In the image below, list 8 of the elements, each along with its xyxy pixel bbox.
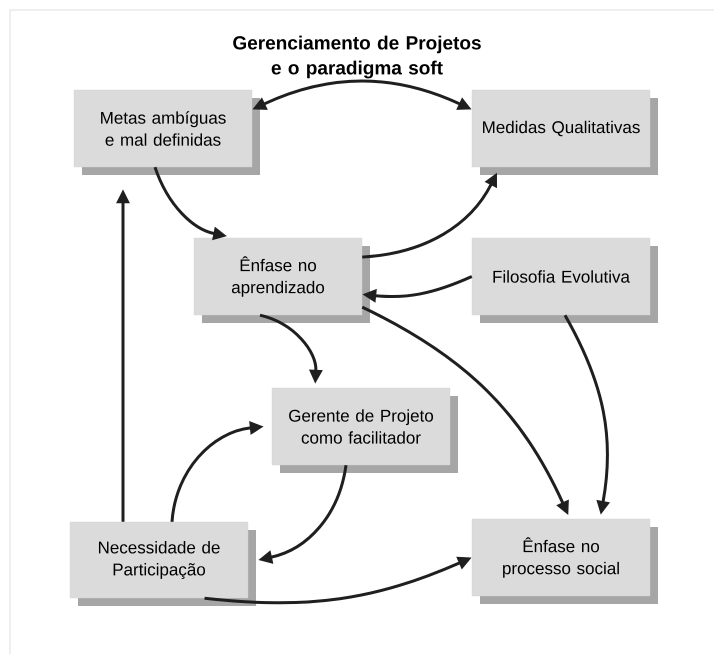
process-box: Ênfase no processo social xyxy=(472,518,658,604)
title: Gerenciamento de Projetos e o paradigma soft xyxy=(233,36,481,78)
process-box: Metas ambíguas e mal definidas xyxy=(74,90,260,175)
process-box: Gerente de Projeto como facilitador xyxy=(272,388,458,473)
process-box: Ênfase no aprendizado xyxy=(194,238,370,323)
process-box: Medidas Qualitativas xyxy=(472,90,658,175)
process-box: Filosofia Evolutiva xyxy=(472,238,658,323)
process-box: Necessidade de Participação xyxy=(70,522,256,606)
